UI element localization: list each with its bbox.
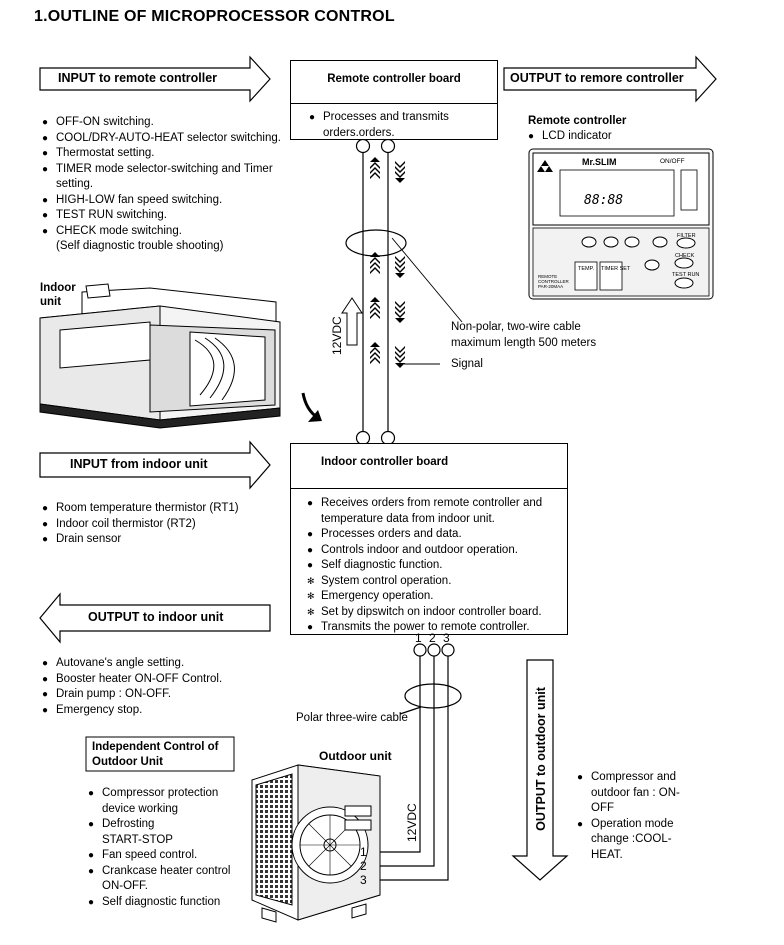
terminal-label-2: 2 — [429, 631, 436, 645]
output-remote-arrow — [503, 55, 717, 103]
list-item: Crankcase heater control — [88, 864, 258, 880]
indoor-unit-label: Indoor unit — [40, 282, 76, 308]
list-item: Fan speed control. — [88, 848, 258, 864]
list-item: Indoor coil thermistor (RT2) — [42, 517, 282, 533]
outdoor-outputs-list: Compressor and outdoor fan : ON- OFF Ope… — [577, 770, 707, 863]
list-item: OFF — [591, 802, 614, 814]
lcd-display-value: 88:88 — [584, 193, 624, 208]
indoor-board-item: temperature data from indoor unit. — [321, 512, 495, 525]
indoor-board-item: Emergency operation. — [307, 589, 563, 605]
indoor-board-item: System control operation. — [307, 574, 563, 590]
signal-arrows — [370, 157, 405, 368]
remote-button-test-run[interactable]: TEST RUN — [672, 272, 700, 278]
outdoor-unit-illustration — [251, 764, 381, 923]
list-item: Self diagnostic function — [88, 895, 258, 911]
list-item: HEAT. — [591, 848, 623, 861]
cable-note-line: maximum length 500 meters — [451, 336, 597, 349]
page-title: 1.OUTLINE OF MICROPROCESSOR CONTROL — [34, 8, 395, 25]
list-item: CHECK mode switching. — [42, 224, 292, 240]
list-item: change :COOL- — [591, 833, 672, 845]
list-item: TEST RUN switching. — [42, 208, 292, 224]
independent-control-title: Independent Control of Outdoor Unit — [92, 740, 218, 770]
remote-board-title: Remote controller board — [291, 61, 497, 104]
indoor-board-item: Self diagnostic function. — [307, 558, 563, 574]
remote-button-timer-set[interactable]: TIMER SET — [601, 266, 631, 272]
cable-note-line: Non-polar, two-wire cable — [451, 321, 581, 333]
input-remote-label: INPUT to remote controller — [58, 71, 218, 85]
list-item: Thermostat setting. — [42, 146, 292, 162]
outdoor-terminal-2: 2 — [360, 859, 367, 873]
remote-brand: Mr.SLIM — [582, 157, 617, 167]
indoor-inputs-list: Room temperature thermistor (RT1) Indoor… — [42, 501, 282, 548]
list-item: outdoor fan : ON- — [591, 786, 680, 799]
independent-title-line: Outdoor Unit — [92, 756, 163, 768]
input-indoor-label: INPUT from indoor unit — [70, 457, 208, 471]
list-item: Booster heater ON-OFF Control. — [42, 672, 282, 688]
vdc-label-top: 12VDC — [330, 316, 344, 355]
remote-button-filter[interactable]: FILTER — [677, 233, 696, 239]
indoor-board-item: Processes orders and data. — [307, 527, 563, 543]
remote-button-check[interactable]: CHECK — [675, 253, 695, 259]
remote-board-item: Processes and transmits orders.orders. — [309, 110, 487, 141]
output-indoor-label: OUTPUT to indoor unit — [88, 610, 224, 624]
list-item: Emergency stop. — [42, 703, 282, 719]
list-item: Operation mode — [577, 817, 707, 833]
list-item: Compressor protection — [88, 786, 258, 802]
input-remote-arrow — [39, 55, 271, 103]
list-item: Drain sensor — [42, 532, 282, 548]
terminal-label-3: 3 — [443, 631, 450, 645]
list-item: START-STOP — [102, 833, 173, 846]
two-wire-cable — [345, 138, 407, 446]
remote-controller-illustration — [528, 148, 714, 300]
list-item: TIMER mode selector-switching and Timer — [42, 162, 292, 178]
list-item: (Self diagnostic trouble shooting) — [56, 240, 224, 252]
output-indoor-arrow — [39, 592, 271, 644]
list-item: ON-OFF. — [102, 880, 148, 892]
list-item: Compressor and — [577, 770, 707, 786]
remote-controller-title: Remote controller — [528, 115, 627, 127]
outdoor-unit-label: Outdoor unit — [319, 749, 392, 763]
remote-button-temp[interactable]: TEMP. — [578, 266, 595, 272]
indoor-board-item: Receives orders from remote controller a… — [307, 496, 563, 512]
signal-label: Signal — [451, 358, 483, 370]
remote-controller-board: Remote controller board Processes and tr… — [290, 60, 498, 140]
list-item: HIGH-LOW fan speed switching. — [42, 193, 292, 209]
lcd-indicator-item: LCD indicator — [528, 129, 612, 145]
outdoor-terminal-3: 3 — [360, 873, 367, 887]
indoor-board-item: Controls indoor and outdoor operation. — [307, 543, 563, 559]
remote-model-label: REMOTE CONTROLLER PAR-20MAA — [538, 274, 569, 289]
indoor-board-item: Set by dipswitch on indoor controller bo… — [307, 605, 563, 621]
indoor-board-title: Indoor controller board — [291, 444, 567, 489]
list-item: COOL/DRY-AUTO-HEAT selector switching. — [42, 131, 292, 147]
indoor-unit-illustration — [39, 283, 281, 429]
independent-title-line: Independent Control of — [92, 741, 219, 753]
output-outdoor-label: OUTPUT to outdoor unit — [533, 687, 548, 831]
vdc-up-arrow — [341, 297, 363, 346]
list-item: Room temperature thermistor (RT1) — [42, 501, 282, 517]
output-remote-label: OUTPUT to remore controller — [510, 71, 684, 85]
list-item: Defrosting — [88, 817, 258, 833]
three-wire-cable — [365, 643, 462, 886]
list-item: Drain pump : ON-OFF. — [42, 687, 282, 703]
polar-cable-label: Polar three-wire cable — [296, 712, 408, 724]
output-outdoor-arrow — [511, 659, 569, 881]
remote-inputs-list: OFF-ON switching. COOL/DRY-AUTO-HEAT sel… — [42, 115, 292, 255]
independent-control-box — [85, 736, 235, 772]
list-item: OFF-ON switching. — [42, 115, 292, 131]
outdoor-terminal-1: 1 — [360, 845, 367, 859]
input-indoor-arrow — [39, 440, 271, 490]
list-item: setting. — [56, 178, 94, 190]
indoor-outputs-list: Autovane's angle setting. Booster heater… — [42, 656, 282, 718]
remote-power-label: ON/OFF — [660, 158, 685, 165]
indoor-board-item: Transmits the power to remote controller… — [307, 620, 563, 636]
cable-note: Non-polar, two-wire cable maximum length… — [451, 320, 596, 351]
list-item: device working — [102, 802, 179, 815]
indoor-controller-board: Indoor controller board Receives orders … — [290, 443, 568, 635]
list-item: Autovane's angle setting. — [42, 656, 282, 672]
independent-items-list: Compressor protection device working Def… — [88, 786, 258, 910]
terminal-label-1: 1 — [415, 631, 422, 645]
vdc-label-bottom: 12VDC — [405, 803, 419, 842]
